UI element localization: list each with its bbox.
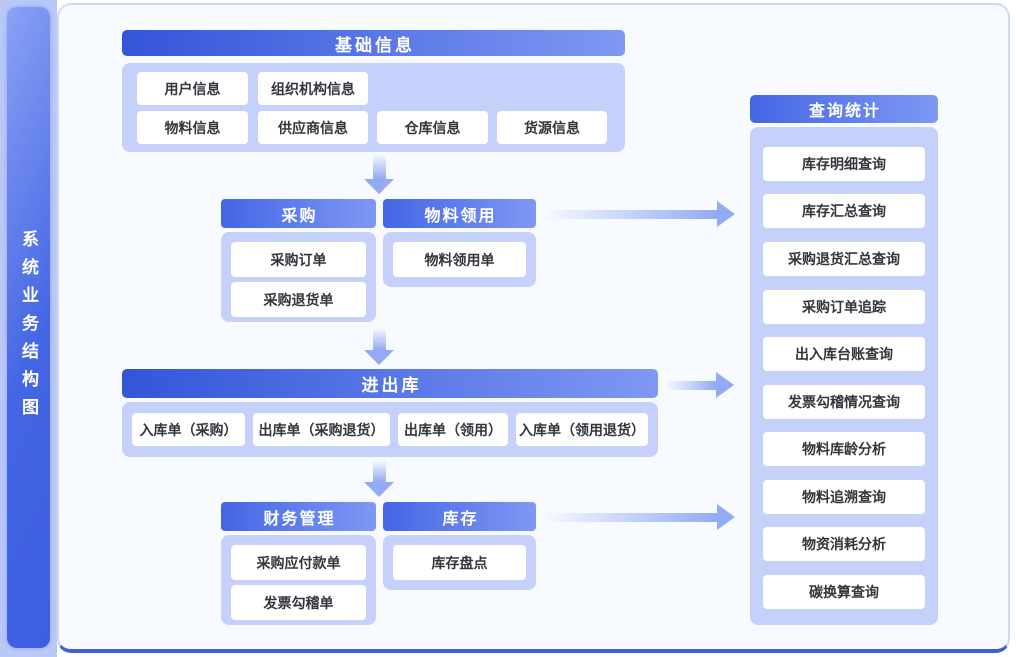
node-inbound-requisition-return: 入库单（领用退货） [516, 413, 648, 446]
node-query-material-trace: 物料追溯查询 [763, 480, 925, 514]
arrow-shaft [372, 329, 386, 350]
node-query-invoice-reconciliation-status: 发票勾稽情况查询 [763, 385, 925, 419]
node-requisition-form: 物料领用单 [393, 242, 526, 277]
node-warehouse-info: 仓库信息 [377, 111, 488, 144]
arrow-head [364, 350, 394, 365]
arrow-shaft [372, 155, 386, 179]
arrow-down-base-to-purchase-icon [364, 155, 394, 194]
finance-header: 财务管理 [221, 502, 376, 531]
node-material-info: 物料信息 [137, 111, 248, 144]
node-supplier-info: 供应商信息 [258, 111, 368, 144]
arrow-right-inventory-to-query-icon [543, 504, 735, 530]
node-query-carbon-conversion: 碳换算查询 [763, 575, 925, 609]
query-stats-header: 查询统计 [750, 95, 938, 123]
node-stocktaking: 库存盘点 [393, 545, 526, 580]
inout-header: 进出库 [122, 369, 658, 398]
node-outbound-purchase-return: 出库单（采购退货） [253, 413, 390, 446]
arrow-head [717, 201, 735, 227]
arrow-down-purchase-to-inout-icon [364, 329, 394, 365]
arrow-right-requisition-to-query-icon [543, 201, 735, 227]
arrow-shaft [543, 512, 717, 522]
node-query-inventory-summary: 库存汇总查询 [763, 194, 925, 228]
node-user-info: 用户信息 [137, 72, 248, 105]
node-query-material-consumption: 物资消耗分析 [763, 527, 925, 561]
node-source-info: 货源信息 [497, 111, 607, 144]
node-outbound-requisition: 出库单（领用） [398, 413, 508, 446]
arrow-head [364, 179, 394, 194]
node-invoice-reconciliation: 发票勾稽单 [231, 585, 366, 620]
arrow-shaft [372, 461, 386, 482]
node-query-inout-ledger: 出入库台账查询 [763, 337, 925, 371]
arrow-head [717, 504, 735, 530]
node-purchase-return: 采购退货单 [231, 282, 366, 317]
node-inbound-purchase: 入库单（采购） [132, 413, 245, 446]
arrow-head [364, 482, 394, 497]
node-payable: 采购应付款单 [231, 545, 366, 580]
arrow-right-inout-to-query-icon [666, 372, 734, 398]
arrow-head [716, 372, 734, 398]
node-query-purchase-return-summary: 采购退货汇总查询 [763, 242, 925, 276]
node-query-material-aging: 物料库龄分析 [763, 432, 925, 466]
purchase-header: 采购 [221, 199, 376, 228]
inventory-header: 库存 [383, 502, 536, 531]
arrow-shaft [543, 209, 717, 219]
arrow-down-inout-to-finance-icon [364, 461, 394, 497]
sidebar-title: 系统业务结构图 [19, 229, 38, 426]
node-org-info: 组织机构信息 [258, 72, 368, 105]
node-query-inventory-detail: 库存明细查询 [763, 147, 925, 181]
arrow-shaft [666, 380, 716, 390]
node-purchase-order: 采购订单 [231, 242, 366, 277]
base-info-header: 基础信息 [122, 30, 625, 56]
node-query-purchase-order-tracking: 采购订单追踪 [763, 290, 925, 324]
sidebar: 系统业务结构图 [7, 7, 50, 648]
requisition-header: 物料领用 [383, 199, 536, 228]
